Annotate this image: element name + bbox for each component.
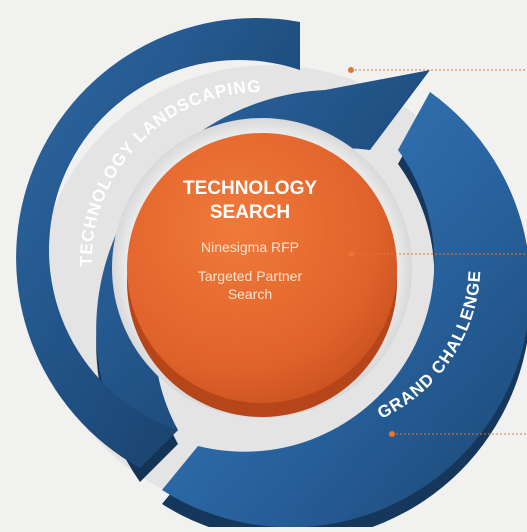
leader-technology-search (348, 251, 527, 257)
segment-grand-challenge (162, 92, 527, 528)
center-item-ninesigma: Ninesigma RFP (201, 239, 299, 255)
leader-grand-challenge (389, 431, 527, 437)
center-title-line-1: TECHNOLOGY (183, 178, 317, 199)
center-title-line-2: SEARCH (210, 202, 290, 223)
segment-left-body (16, 17, 301, 468)
leader-technology-landscaping (348, 67, 527, 73)
center-item-targeted-line-2: Search (228, 286, 272, 302)
center-item-targeted-line-1: Targeted Partner (198, 268, 303, 284)
center-circle (127, 133, 397, 403)
